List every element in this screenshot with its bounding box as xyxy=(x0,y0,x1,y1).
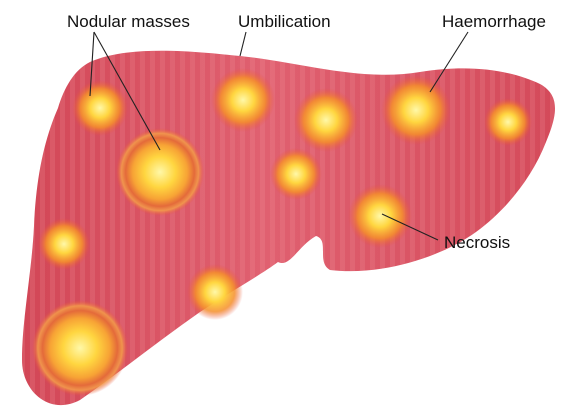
nodule-large-ring xyxy=(32,300,128,396)
nodule-large-ring xyxy=(116,128,204,216)
label-nodular-masses: Nodular masses xyxy=(67,12,190,31)
nodule-necrosis xyxy=(348,184,412,248)
label-necrosis: Necrosis xyxy=(444,233,510,252)
nodule xyxy=(211,68,275,132)
nodule xyxy=(187,264,243,320)
nodule xyxy=(72,80,128,136)
nodule xyxy=(38,218,90,270)
leader-line-umbilication xyxy=(240,32,246,56)
nodule xyxy=(484,98,532,146)
nodule-haemorrhage xyxy=(381,75,451,145)
label-haemorrhage: Haemorrhage xyxy=(442,12,546,31)
nodule xyxy=(270,148,322,200)
nodule xyxy=(294,88,358,152)
label-umbilication: Umbilication xyxy=(238,12,331,31)
